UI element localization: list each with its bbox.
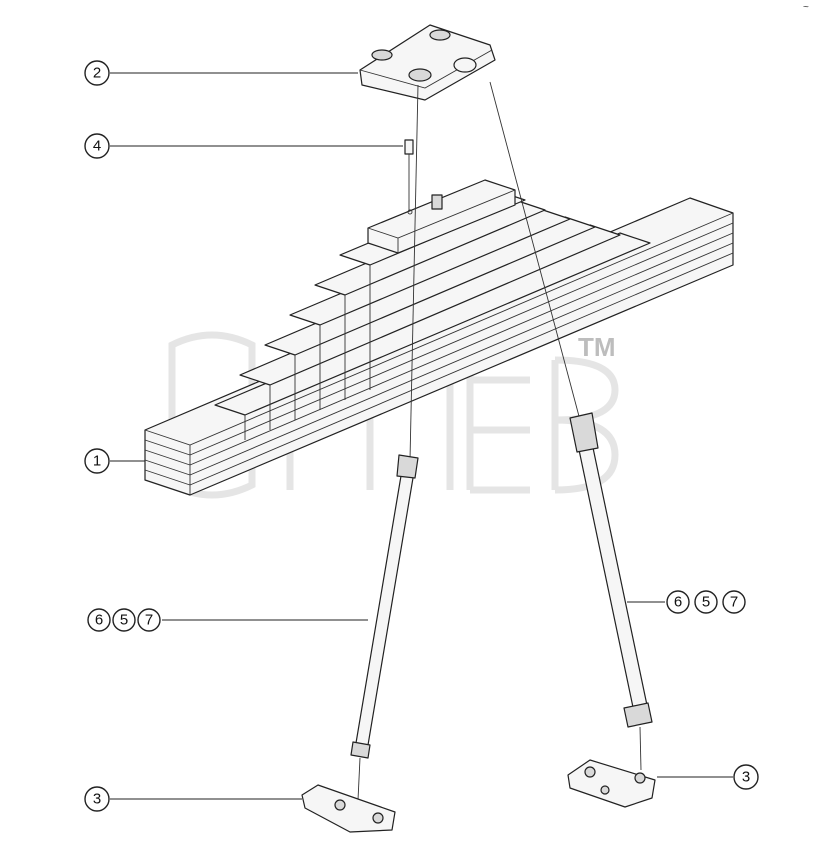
leaf-spring: [144, 179, 734, 496]
corner-mark: ~: [803, 2, 809, 13]
callout-label: 3: [93, 791, 101, 808]
trademark-text: TM: [578, 332, 616, 362]
callout-label: 5: [120, 612, 128, 629]
leader-lines: [110, 72, 733, 800]
bottom-plate-right: [567, 759, 656, 808]
callout-label: 3: [742, 769, 750, 786]
callout-label: 5: [702, 594, 710, 611]
dowel-pin: [404, 139, 414, 210]
bottom-plate-left: [301, 784, 396, 833]
callout-2: 2: [84, 60, 110, 86]
callout-657-right: 6 5 7: [666, 590, 746, 614]
callout-label: 6: [674, 594, 682, 611]
callout-3-left: 3: [84, 786, 110, 812]
callout-label: 2: [93, 65, 101, 82]
callout-4: 4: [84, 133, 110, 159]
callout-1: 1: [84, 448, 110, 474]
callout-label: 7: [145, 612, 153, 629]
callout-label: 1: [93, 453, 101, 470]
spring-saddle: [359, 24, 496, 101]
callout-657-left: 6 5 7: [87, 608, 161, 632]
callout-3-right: 3: [733, 764, 759, 790]
callout-label: 4: [93, 138, 101, 155]
callout-label: 6: [95, 612, 103, 629]
callout-label: 7: [730, 594, 738, 611]
u-bolt-rods: [350, 81, 653, 801]
